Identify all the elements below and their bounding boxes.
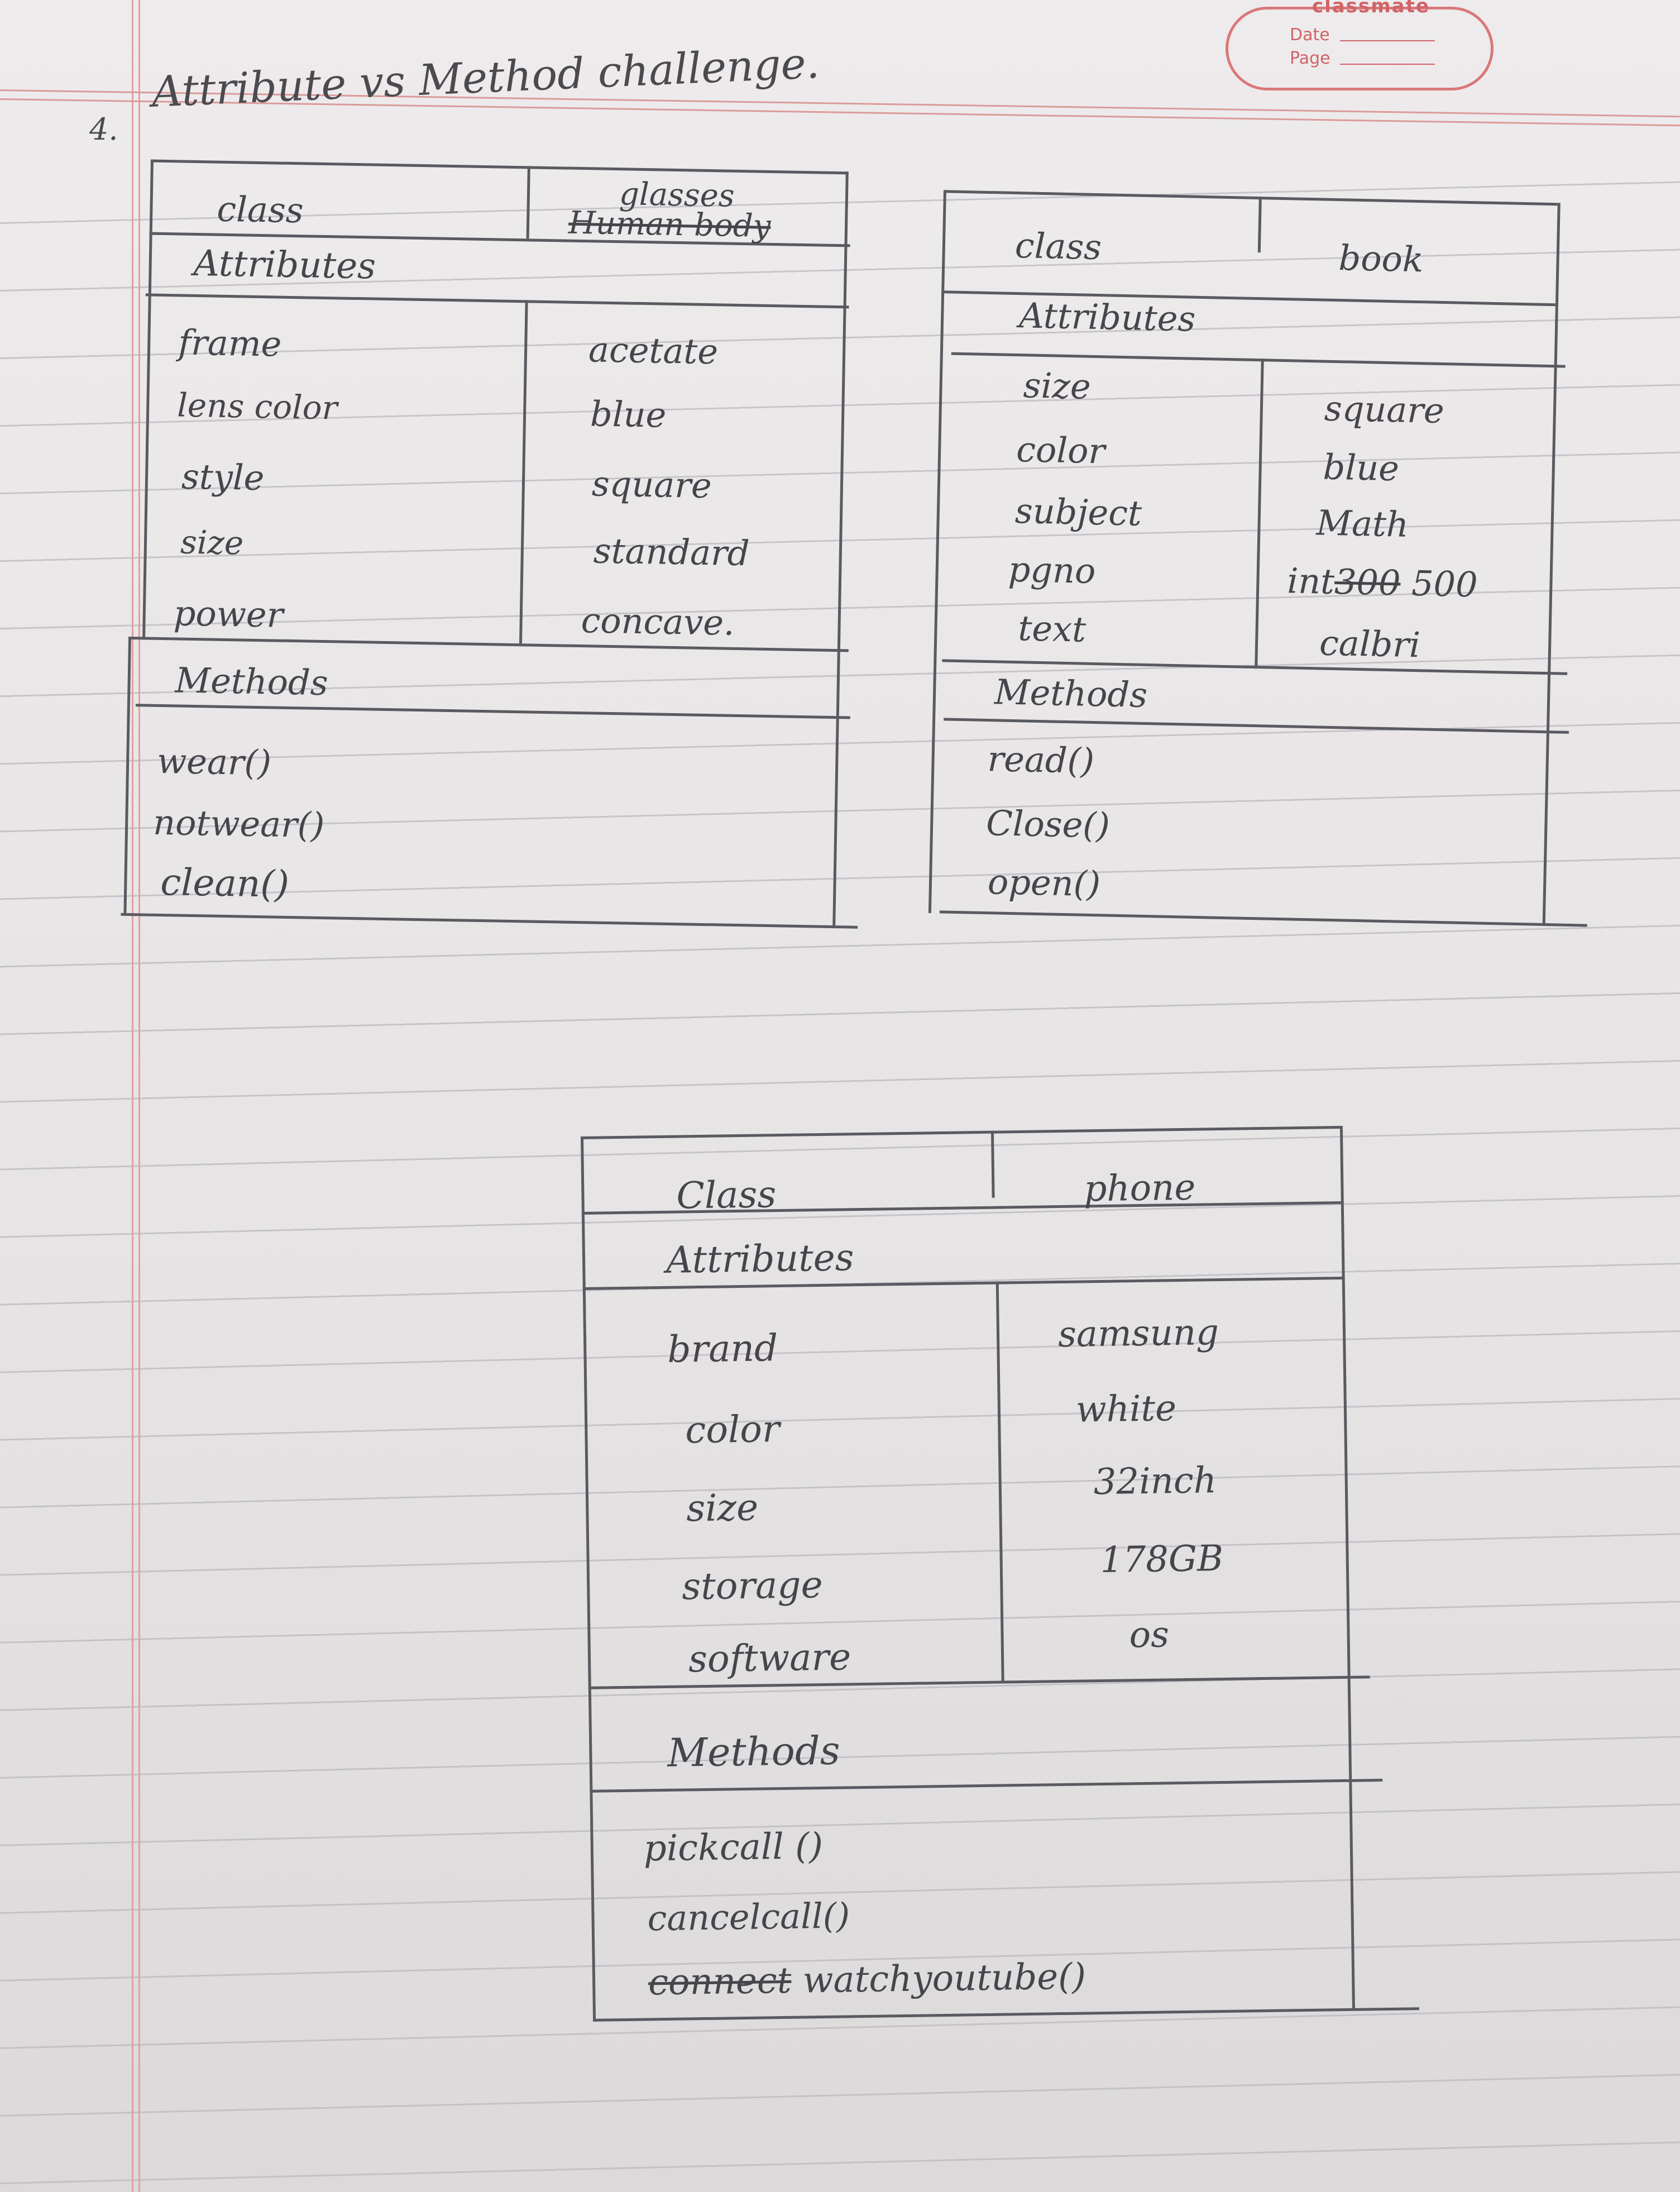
attribute-value: samsung (1057, 1312, 1219, 1356)
attribute-value: white (1075, 1388, 1177, 1431)
attribute-name: brand (667, 1326, 778, 1371)
attribute-value: calbri (1319, 622, 1421, 666)
attribute-value: 178GB (1100, 1538, 1224, 1582)
attribute-value: square (1324, 388, 1445, 432)
method-item: notwear() (152, 801, 325, 846)
attributes-label: Attributes (193, 242, 376, 288)
method-item: pickcall () (643, 1826, 824, 1870)
class-value: book (1338, 237, 1424, 280)
attribute-value: 500 (1411, 562, 1478, 605)
method-item: cancelcall() (647, 1895, 850, 1939)
attribute-name: size (180, 523, 244, 562)
date-field: Date (1290, 25, 1457, 45)
struck-value: 300 (1334, 561, 1401, 604)
attribute-name: color (685, 1407, 780, 1452)
attribute-name: software (688, 1635, 851, 1681)
methods-label: Methods (994, 671, 1148, 716)
margin-line (132, 0, 133, 2192)
attribute-name: subject (1014, 490, 1142, 534)
attribute-name: size (1022, 365, 1092, 407)
pgno-value: int300 500 (1287, 560, 1478, 605)
class-label: Class (676, 1173, 777, 1217)
attribute-value: standard (593, 530, 750, 574)
question-number: 4. (89, 112, 118, 147)
attribute-name: frame (178, 322, 282, 365)
margin-line (138, 0, 140, 2192)
attributes-label: Attributes (666, 1236, 855, 1282)
attribute-value: square (591, 463, 712, 507)
class-struck-value: Human body (568, 204, 771, 245)
method-item: Close() (985, 803, 1111, 846)
page-title: Attribute vs Method challenge. (151, 37, 821, 117)
attribute-value: 32inch (1093, 1460, 1217, 1503)
method-item-last: connect watchyoutube() (648, 1956, 1087, 2004)
attribute-value: Math (1315, 502, 1409, 545)
brand-logo: classmate (1312, 0, 1430, 17)
attribute-name: text (1017, 608, 1087, 650)
struck-method: connect (648, 1960, 792, 2004)
attribute-value: blue (1322, 446, 1400, 489)
attribute-value: os (1129, 1614, 1170, 1656)
page-label: Page (1290, 49, 1330, 68)
attribute-value: acetate (588, 329, 719, 373)
date-label: Date (1290, 25, 1330, 45)
value-prefix: int (1286, 560, 1335, 603)
attribute-value: concave. (581, 600, 735, 643)
method-item: watchyoutube() (802, 1956, 1087, 2002)
method-item: open() (987, 861, 1101, 905)
method-item: read() (987, 738, 1095, 782)
attribute-name: size (686, 1486, 759, 1530)
method-item: wear() (156, 740, 272, 784)
attribute-name: style (181, 456, 265, 499)
attribute-name: power (173, 593, 284, 636)
attribute-name: storage (681, 1563, 824, 1608)
class-value: phone (1083, 1167, 1196, 1210)
page-field: Page (1290, 49, 1457, 68)
class-label: class (1014, 225, 1102, 268)
attribute-value: blue (590, 393, 667, 436)
class-label: class (216, 188, 304, 231)
attribute-name: color (1016, 429, 1105, 472)
brand-badge: classmate Date Page (1226, 0, 1494, 90)
attribute-name: pgno (1008, 548, 1097, 592)
attributes-label: Attributes (1018, 295, 1196, 340)
methods-label: Methods (175, 660, 329, 704)
method-item: clean() (160, 861, 290, 906)
attribute-name: lens color (176, 386, 338, 427)
methods-label: Methods (667, 1727, 841, 1776)
